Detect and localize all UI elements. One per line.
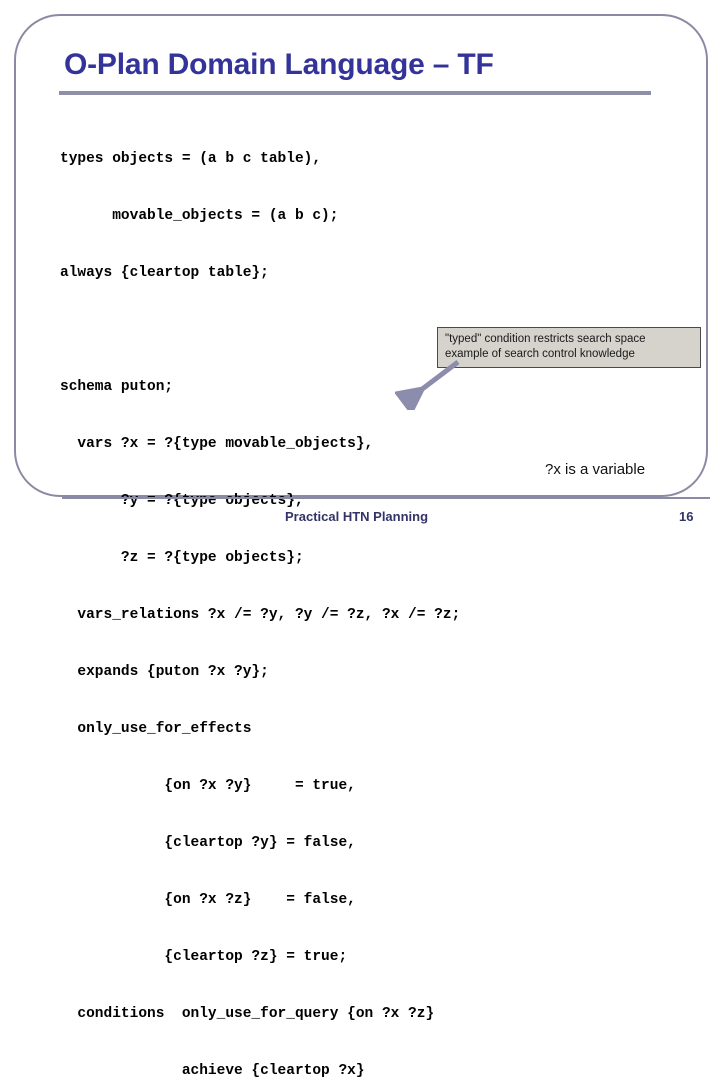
code-line: vars_relations ?x /= ?y, ?y /= ?z, ?x /=… — [60, 607, 461, 623]
code-line: vars ?x = ?{type movable_objects}, — [60, 436, 374, 452]
slide-canvas: O-Plan Domain Language – TF types object… — [14, 14, 710, 1079]
code-line: only_use_for_effects — [60, 721, 252, 737]
code-line: always {cleartop table}; — [60, 265, 269, 281]
code-line: expands {puton ?x ?y}; — [60, 664, 269, 680]
annotation-callout-box: "typed" condition restricts search space… — [437, 327, 701, 368]
code-line: {on ?x ?y} = true, — [60, 778, 356, 794]
callout-line-2: example of search control knowledge — [445, 348, 635, 360]
code-line: schema puton; — [60, 379, 174, 395]
footer-page-number: 16 — [679, 509, 694, 524]
callout-line-1: "typed" condition restricts search space — [445, 333, 646, 345]
code-line: {cleartop ?z} = true; — [60, 949, 348, 965]
code-line: {on ?x ?z} = false, — [60, 892, 356, 908]
code-line: achieve {cleartop ?x} — [60, 1063, 365, 1079]
code-line: types objects = (a b c table), — [60, 151, 322, 167]
code-line: ?z = ?{type objects}; — [60, 550, 304, 566]
tf-code-block: types objects = (a b c table), movable_o… — [60, 112, 580, 1080]
code-line: {cleartop ?y} = false, — [60, 835, 356, 851]
code-line: movable_objects = (a b c); — [60, 208, 339, 224]
title-underline-rule — [59, 91, 651, 95]
code-line: conditions only_use_for_query {on ?x ?z} — [60, 1006, 435, 1022]
page-title: O-Plan Domain Language – TF — [64, 48, 494, 81]
slide-decorative-frame — [14, 14, 708, 497]
footer-divider — [62, 497, 710, 499]
variable-annotation: ?x is a variable — [545, 461, 646, 478]
footer-title: Practical HTN Planning — [285, 509, 429, 524]
